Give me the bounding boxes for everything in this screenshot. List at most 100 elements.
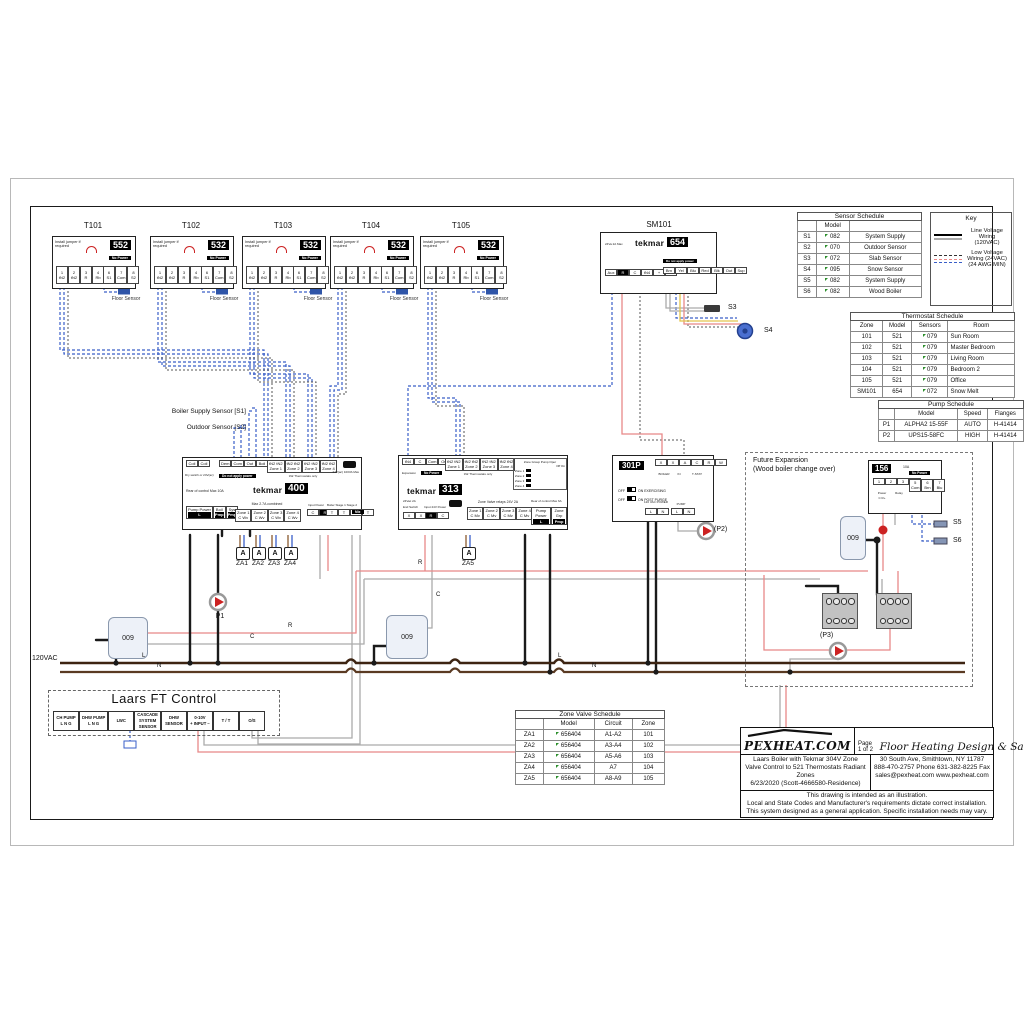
table-cell: 072 [911, 386, 949, 398]
table-cell: Living Room [947, 353, 1015, 365]
terminal: C [414, 458, 426, 466]
thermostat-title: T102 [181, 221, 201, 230]
table-cell: 105 [631, 773, 666, 785]
table-cell [848, 220, 923, 232]
terminal: 1 [873, 478, 885, 486]
table-cell: Circuit [593, 718, 633, 730]
terminal: R [703, 459, 715, 467]
table-cell: 521 [882, 353, 913, 365]
zone-actuator: A [284, 547, 298, 560]
table-cell: 103 [631, 751, 666, 763]
thermostat-t102: Install jumper if required 532 No Power … [150, 236, 238, 289]
terminal: Com [231, 460, 244, 468]
pump-p3-label: (P3) [820, 632, 834, 639]
mix-terminal: Mix [352, 510, 364, 514]
boiler-supply-sensor-label: Boiler Supply Sensor [S1] [171, 408, 246, 415]
table-cell: Slab Sensor [848, 253, 923, 265]
sm101-title: SM101 [646, 220, 672, 229]
thermostat-t105: Install jumper if required 532 No Power … [420, 236, 508, 289]
table-cell: S2 [797, 242, 817, 254]
line-voltage-samples [934, 231, 962, 243]
c-label: C [436, 592, 441, 598]
terminal: C [307, 509, 319, 517]
no-power-badge: No Power [206, 256, 229, 260]
rocker-switch [627, 487, 636, 492]
thermostat-title: T104 [361, 221, 381, 230]
table-row: Model [797, 220, 923, 232]
model-badge: 532 [387, 240, 409, 250]
terminal: tN4 [641, 269, 653, 277]
table-cell: 105 [849, 375, 884, 387]
table-cell: Model [882, 320, 913, 332]
power-plug [343, 461, 356, 468]
table-cell: 101 [631, 729, 666, 741]
table-cell: UPS15-58FC [894, 430, 959, 442]
table-cell: HIGH [957, 430, 988, 442]
terminal: Red [699, 267, 711, 275]
expansion-terminals: tN4CComOut [402, 458, 451, 466]
table-cell: 521 [882, 375, 913, 387]
jumper-icon [276, 246, 287, 253]
model-badge: 400 [285, 483, 308, 494]
company-address: 30 South Ave, Smithtown, NY 11787 888-47… [874, 756, 991, 780]
zone-actuator: A [268, 547, 282, 560]
table-cell: 082 [815, 231, 850, 243]
table-cell: AUTO [957, 419, 988, 431]
tekmar-logo: tekmar [253, 485, 283, 495]
terminal: Aux [605, 269, 617, 277]
za-label: ZA2 [252, 560, 264, 567]
zone-actuator: A [236, 547, 250, 560]
disclaimer: This drawing is intended as an illustrat… [746, 791, 988, 815]
terminal: R [425, 512, 437, 520]
title-block: PEXHEAT.COM Page 1 of 2 Floor Heating De… [740, 727, 1024, 818]
jumper-icon [184, 246, 195, 253]
jumper-icon [454, 246, 465, 253]
table-cell: ZA3 [515, 751, 544, 763]
table-cell: A5-A6 [593, 751, 633, 763]
model-badge: 156 [872, 464, 892, 473]
terminal: Dem [219, 460, 232, 468]
terminal: N [657, 508, 669, 516]
sensor-s3-label: S3 [728, 304, 737, 311]
